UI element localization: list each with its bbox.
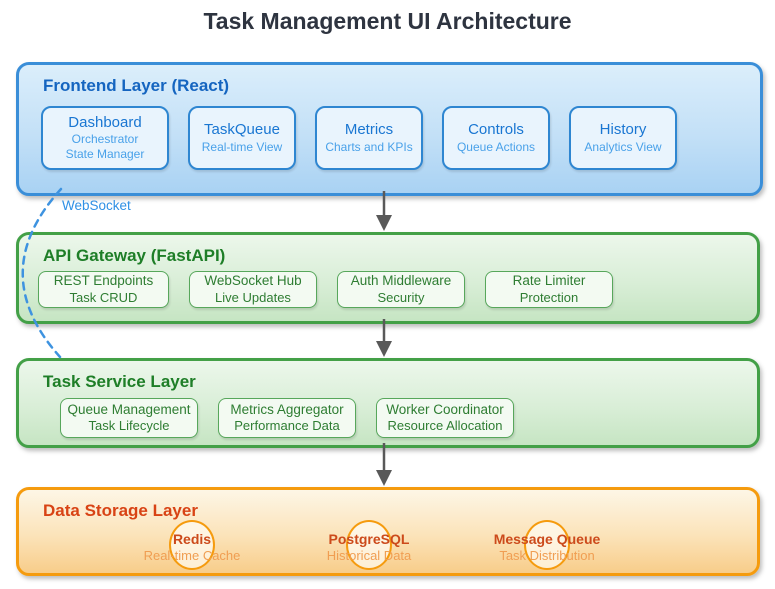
storage-item-title: Message Queue bbox=[493, 531, 601, 547]
component-title: Auth Middleware bbox=[350, 273, 452, 289]
component-title: Metrics bbox=[344, 121, 394, 139]
component-title: Queue Management bbox=[67, 401, 191, 417]
component-rest-endpoints: REST Endpoints Task CRUD bbox=[38, 271, 169, 308]
arrow-frontend-to-api bbox=[376, 191, 392, 231]
component-subtitle: Security bbox=[377, 289, 425, 305]
database-ellipse-icon bbox=[524, 520, 570, 570]
database-ellipse-icon bbox=[346, 520, 392, 570]
service-components-row: Queue Management Task Lifecycle Metrics … bbox=[60, 398, 514, 438]
storage-item-postgresql: PostgreSQL Historical Data bbox=[279, 516, 459, 570]
component-subtitle: Protection bbox=[519, 289, 579, 305]
storage-item-subtitle: Real-time Cache bbox=[143, 548, 241, 564]
layer-task-service-title: Task Service Layer bbox=[43, 372, 196, 391]
component-title: Rate Limiter bbox=[512, 273, 586, 289]
component-auth-middleware: Auth Middleware Security bbox=[337, 271, 465, 308]
component-subtitle: Charts and KPIs bbox=[325, 139, 413, 154]
storage-item-texts: PostgreSQL Historical Data bbox=[279, 516, 459, 565]
page-title: Task Management UI Architecture bbox=[203, 8, 572, 34]
component-worker-coordinator: Worker Coordinator Resource Allocation bbox=[376, 398, 514, 438]
component-subtitle: Performance Data bbox=[234, 418, 340, 434]
layer-frontend: Frontend Layer (React) Dashboard Orchest… bbox=[16, 62, 763, 196]
frontend-components-row: Dashboard Orchestrator State Manager Tas… bbox=[41, 106, 677, 170]
component-dashboard: Dashboard Orchestrator State Manager bbox=[41, 106, 169, 170]
component-subtitle: Live Updates bbox=[215, 289, 291, 305]
storage-item-title: Redis bbox=[172, 531, 212, 547]
component-metrics-aggregator: Metrics Aggregator Performance Data bbox=[218, 398, 356, 438]
component-subtitle: Task CRUD bbox=[69, 289, 138, 305]
component-rate-limiter: Rate Limiter Protection bbox=[485, 271, 613, 308]
layer-frontend-title: Frontend Layer (React) bbox=[43, 76, 230, 95]
storage-item-subtitle: Historical Data bbox=[326, 548, 412, 564]
component-title: Worker Coordinator bbox=[386, 401, 504, 417]
layer-data-storage-title: Data Storage Layer bbox=[43, 501, 198, 520]
storage-item-message-queue: Message Queue Task Distribution bbox=[457, 516, 637, 570]
component-title: REST Endpoints bbox=[53, 273, 154, 289]
arrow-api-to-service bbox=[376, 319, 392, 357]
layer-data-storage: Data Storage Layer Redis Real-time Cache… bbox=[16, 487, 760, 576]
api-components-row: REST Endpoints Task CRUD WebSocket Hub L… bbox=[38, 271, 613, 308]
websocket-label: WebSocket bbox=[62, 198, 131, 213]
layer-api-gateway: API Gateway (FastAPI) REST Endpoints Tas… bbox=[16, 232, 760, 324]
component-subtitle: Task Lifecycle bbox=[88, 418, 170, 434]
storage-item-subtitle: Task Distribution bbox=[499, 548, 595, 564]
storage-item-redis: Redis Real-time Cache bbox=[102, 516, 282, 570]
storage-item-texts: Message Queue Task Distribution bbox=[457, 516, 637, 565]
component-subtitle: Orchestrator State Manager bbox=[65, 132, 145, 162]
component-queue-management: Queue Management Task Lifecycle bbox=[60, 398, 198, 438]
storage-item-texts: Redis Real-time Cache bbox=[102, 516, 282, 565]
component-subtitle: Queue Actions bbox=[456, 139, 536, 154]
component-websocket-hub: WebSocket Hub Live Updates bbox=[189, 271, 317, 308]
component-title: WebSocket Hub bbox=[204, 273, 302, 289]
component-controls: Controls Queue Actions bbox=[442, 106, 550, 170]
component-history: History Analytics View bbox=[569, 106, 677, 170]
layer-task-service: Task Service Layer Queue Management Task… bbox=[16, 358, 760, 448]
component-metrics: Metrics Charts and KPIs bbox=[315, 106, 423, 170]
component-title: TaskQueue bbox=[204, 121, 280, 139]
component-title: History bbox=[599, 121, 647, 139]
component-subtitle: Resource Allocation bbox=[387, 418, 503, 434]
component-title: Metrics Aggregator bbox=[230, 401, 344, 417]
component-subtitle: Analytics View bbox=[584, 139, 662, 154]
storage-item-title: PostgreSQL bbox=[328, 531, 410, 547]
component-title: Dashboard bbox=[68, 113, 142, 131]
arrow-service-to-storage bbox=[376, 443, 392, 486]
component-title: Controls bbox=[468, 121, 524, 139]
database-ellipse-icon bbox=[169, 520, 215, 570]
layer-api-gateway-title: API Gateway (FastAPI) bbox=[43, 246, 226, 265]
component-taskqueue: TaskQueue Real-time View bbox=[188, 106, 296, 170]
component-subtitle: Real-time View bbox=[201, 139, 283, 154]
